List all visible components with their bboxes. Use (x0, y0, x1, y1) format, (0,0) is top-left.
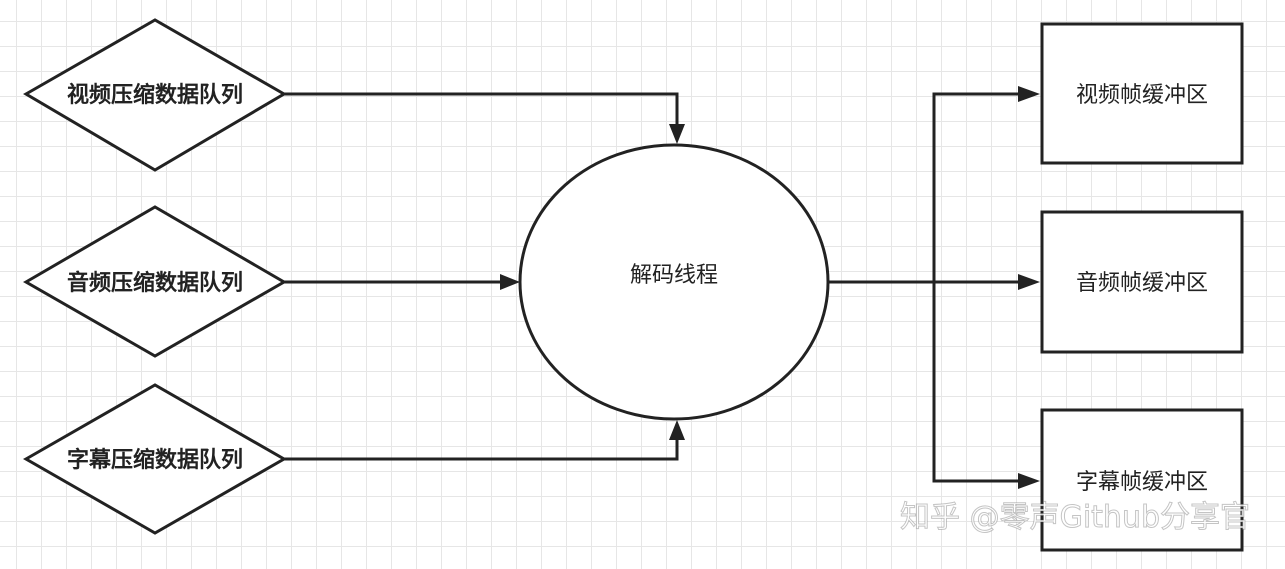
arrowhead-audio-buffer (1018, 274, 1040, 290)
arrowhead-audio-queue (500, 274, 520, 290)
audio-buffer-node: 音频帧缓冲区 (1040, 210, 1244, 354)
decode-thread-node: 解码线程 (518, 143, 830, 421)
edge-video-queue-to-decode (284, 92, 679, 127)
subtitle-queue-node: 字幕压缩数据队列 (22, 383, 288, 535)
edge-decode-to-subtitle-buffer (932, 282, 1020, 483)
audio-queue-node: 音频压缩数据队列 (23, 205, 287, 358)
arrowhead-subtitle-queue (669, 420, 685, 440)
video-queue-node: 视频压缩数据队列 (23, 18, 287, 172)
decode-thread-label: 解码线程 (630, 263, 718, 288)
subtitle-buffer-label: 字幕帧缓冲区 (1076, 470, 1208, 495)
edge-subtitle-queue-to-decode (284, 437, 679, 461)
arrowhead-video-queue (669, 124, 685, 144)
subtitle-queue-label: 字幕压缩数据队列 (67, 447, 243, 473)
arrowhead-video-buffer (1018, 86, 1040, 102)
arrowhead-subtitle-buffer (1018, 473, 1040, 489)
video-buffer-label: 视频帧缓冲区 (1076, 83, 1208, 108)
video-queue-label: 视频压缩数据队列 (67, 82, 243, 108)
watermark-text: 知乎 @零声Github分享官 (900, 500, 1250, 535)
audio-queue-label: 音频压缩数据队列 (67, 270, 243, 296)
subtitle-buffer-node: 字幕帧缓冲区 (1040, 408, 1244, 552)
video-buffer-node: 视频帧缓冲区 (1040, 22, 1244, 165)
audio-buffer-label: 音频帧缓冲区 (1076, 271, 1208, 296)
edge-decode-to-video-buffer (932, 92, 1020, 282)
